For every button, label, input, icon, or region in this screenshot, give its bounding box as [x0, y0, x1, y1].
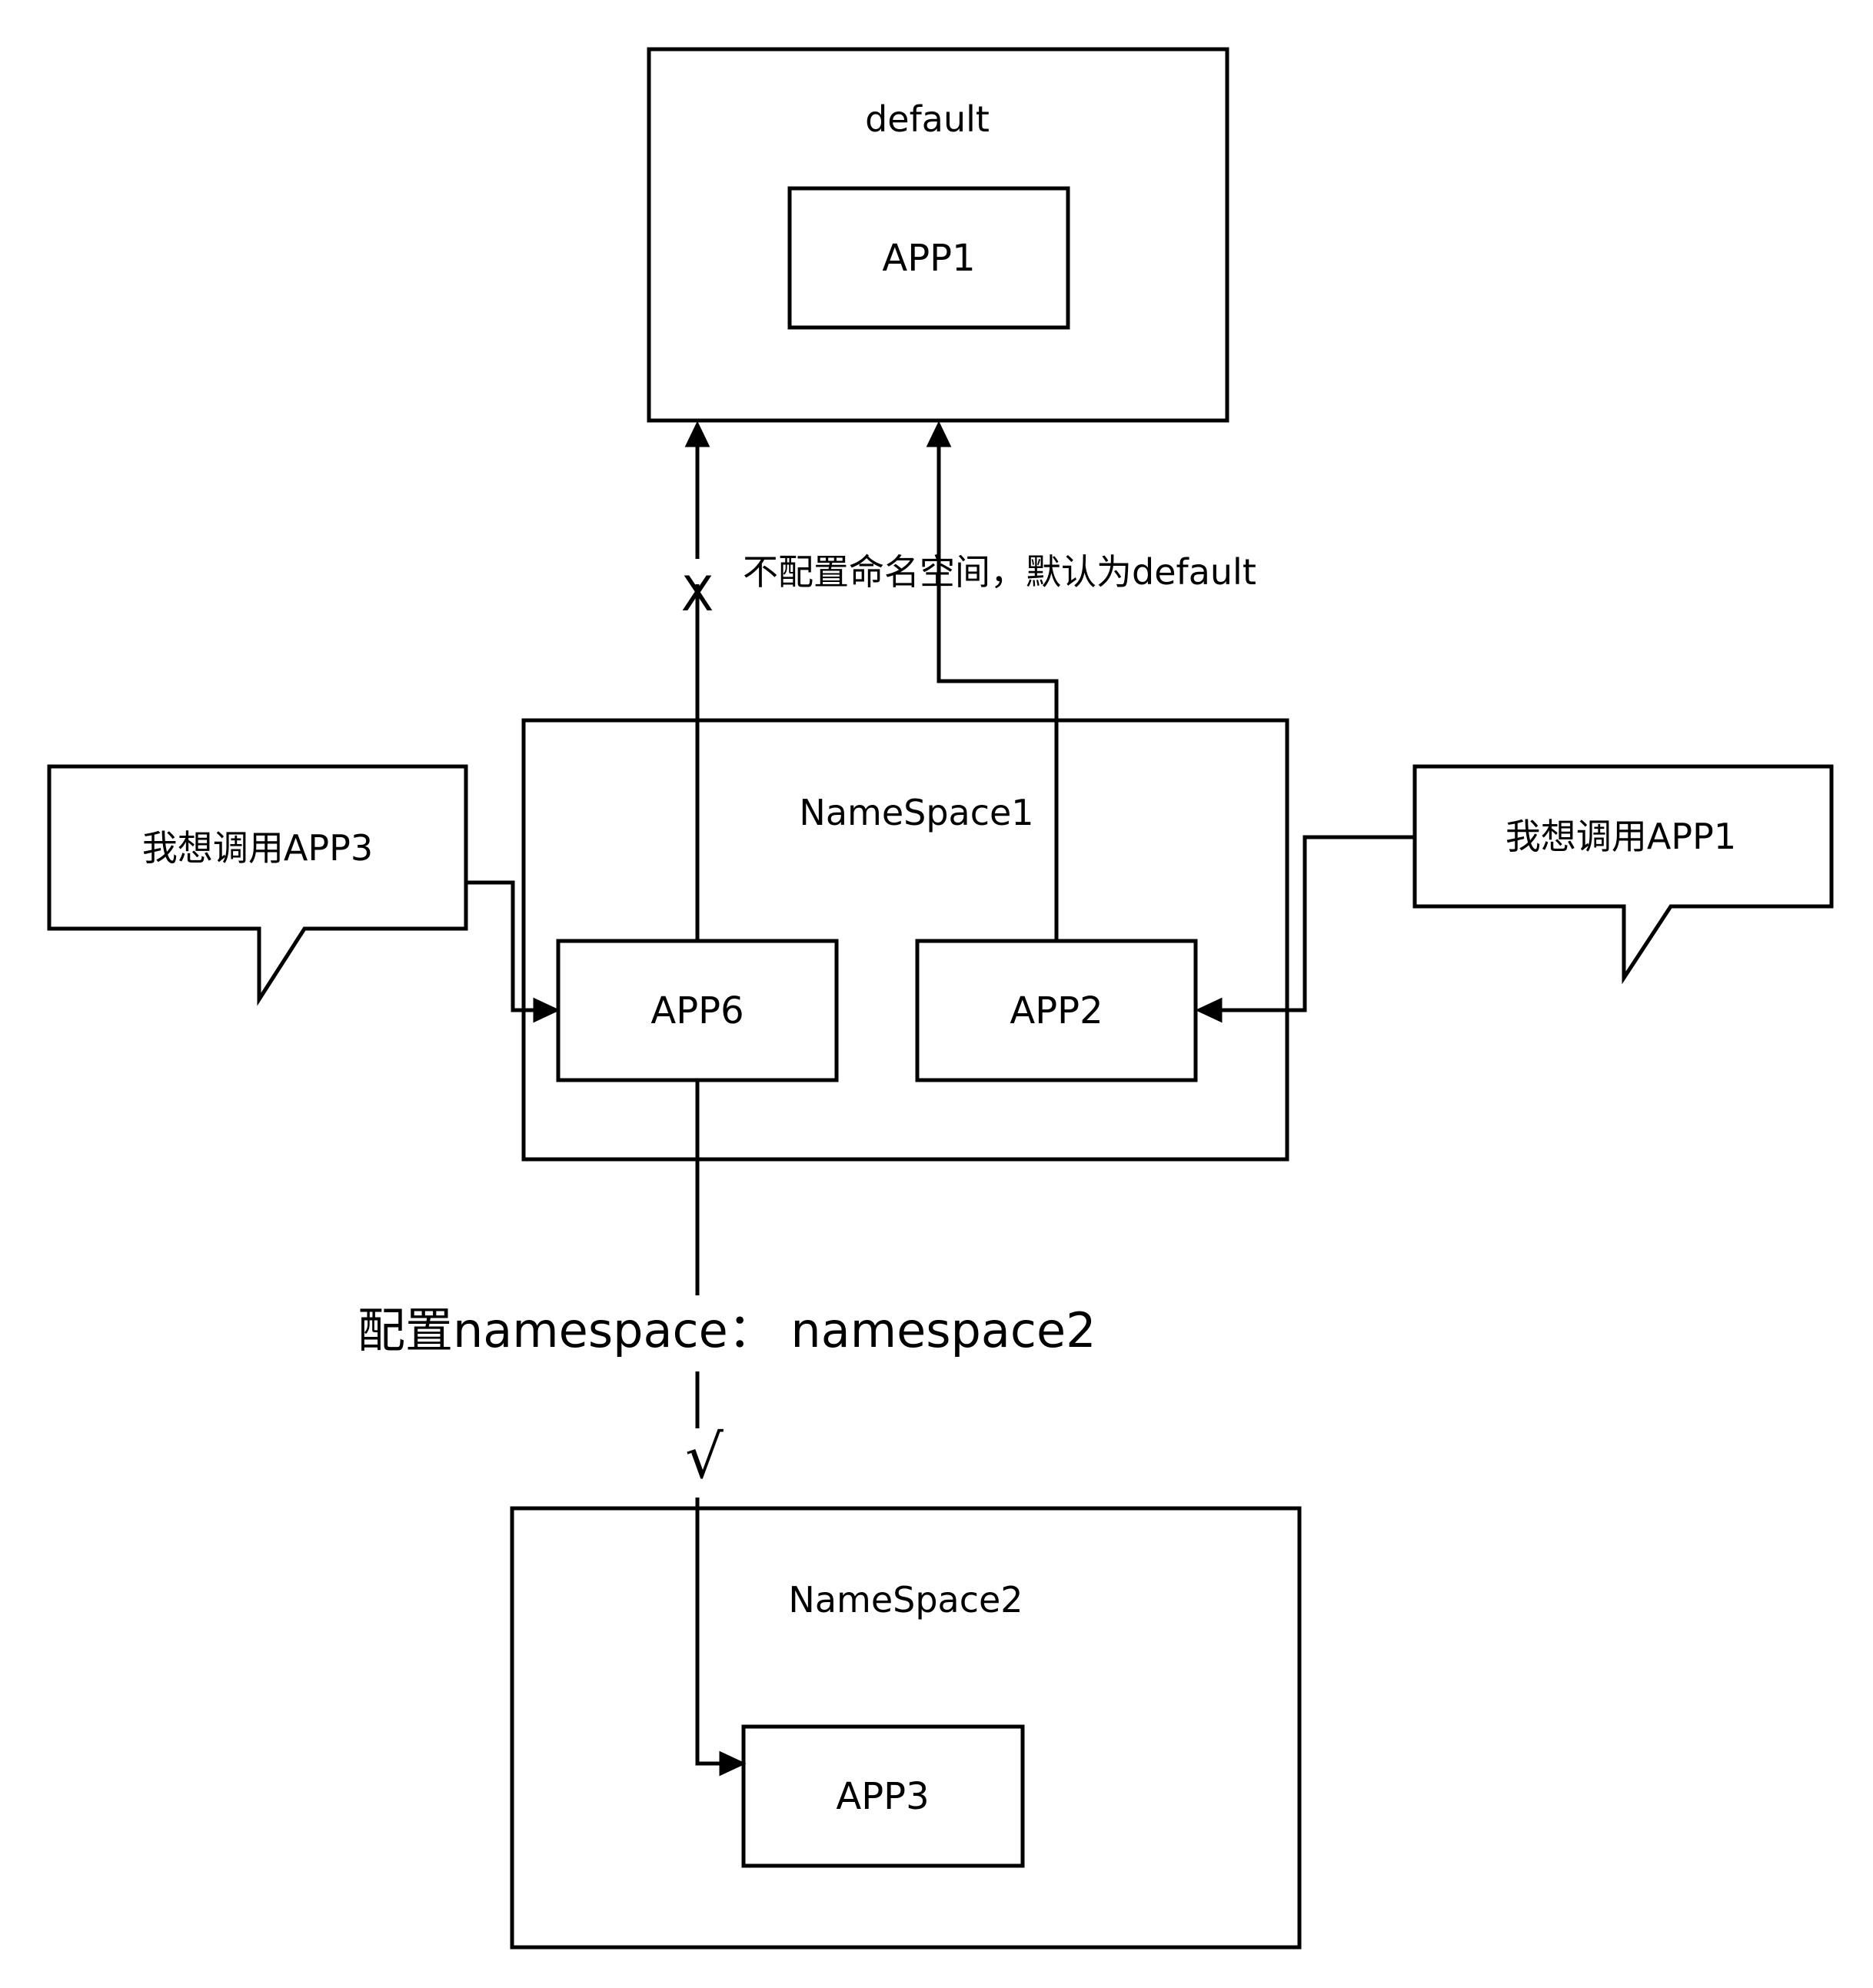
app1-box[interactable]: APP1	[787, 186, 1070, 330]
default-namespace-label: default	[865, 98, 990, 140]
app1-label: APP1	[882, 237, 975, 280]
edge-app2-to-default[interactable]	[926, 421, 1059, 941]
namespace2-label: NameSpace2	[788, 1579, 1023, 1621]
left-speech-callout[interactable]: 我想调用APP3	[47, 764, 468, 1006]
right-speech-callout[interactable]: 我想调用APP1	[1412, 764, 1834, 985]
app2-label: APP2	[1010, 989, 1103, 1032]
left-callout-text: 我想调用APP3	[142, 827, 373, 869]
app6-box[interactable]: APP6	[556, 939, 839, 1082]
configured-namespace-label: 配置namespace： namespace2	[358, 1302, 1096, 1358]
app3-label: APP3	[836, 1775, 929, 1818]
app2-box[interactable]: APP2	[915, 939, 1198, 1082]
app2-default-edge-label: 不配置命名空间，默认为default	[743, 551, 1256, 593]
edge-app6-to-app3[interactable]: 配置namespace： namespace2 √	[358, 1080, 1096, 1777]
app6-label: APP6	[650, 989, 744, 1032]
allowed-check-mark: √	[685, 1423, 724, 1492]
app3-box[interactable]: APP3	[741, 1724, 1025, 1868]
edge-left-callout-to-app6[interactable]	[466, 880, 561, 1023]
namespace1-label: NameSpace1	[799, 792, 1033, 833]
edge-right-callout-to-app2[interactable]	[1195, 835, 1415, 1023]
blocked-x-mark: X	[681, 566, 714, 622]
edge-app6-to-default[interactable]: X	[681, 421, 714, 941]
right-callout-text: 我想调用APP1	[1505, 816, 1736, 857]
